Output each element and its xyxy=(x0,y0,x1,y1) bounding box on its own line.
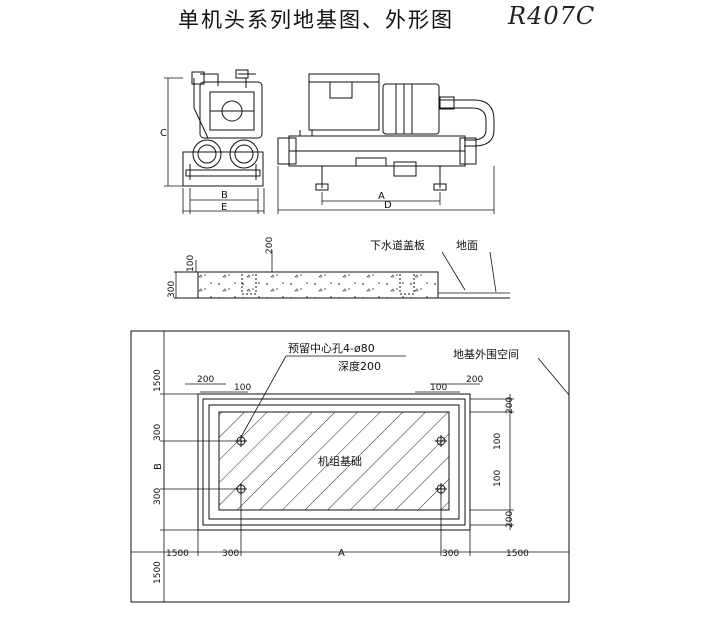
front-elevation-view xyxy=(277,73,495,191)
plan-dim-B: B xyxy=(153,463,164,470)
dim-B-label: B xyxy=(221,190,228,201)
drawing-title: 单机头系列地基图、外形图 xyxy=(178,8,454,32)
plan-dim-200-top-right: 200 xyxy=(466,375,483,385)
plan-dim-1500-left-bottom: 1500 xyxy=(153,561,163,584)
dimension-B-E xyxy=(182,188,265,214)
plan-dim-A: A xyxy=(338,548,345,559)
dim-A-label: A xyxy=(378,191,385,202)
dimension-C xyxy=(164,77,183,187)
plan-dim-1500-bottom-left: 1500 xyxy=(166,549,189,559)
dim-D-label: D xyxy=(384,200,392,211)
plan-dim-1500-left-top: 1500 xyxy=(153,369,163,392)
plan-dim-100-right-2: 100 xyxy=(493,470,503,487)
dim-C-label: C xyxy=(160,128,167,139)
plan-dim-200-right-lower: 200 xyxy=(505,511,515,528)
plan-dim-100-right-1: 100 xyxy=(493,433,503,450)
section-dim-100: 100 xyxy=(186,255,196,272)
section-dim-200: 200 xyxy=(265,237,275,254)
plan-dim-300-left-upper: 300 xyxy=(153,424,163,441)
plan-dim-300-left-lower: 300 xyxy=(153,488,163,505)
side-elevation-view xyxy=(182,69,264,187)
hole-label-line1: 预留中心孔4-ø80 xyxy=(288,342,375,355)
refrigerant-handwritten-note: R407C xyxy=(508,2,596,30)
hole-label-line2: 深度200 xyxy=(338,359,381,373)
surrounding-space-label: 地基外围空间 xyxy=(453,347,519,361)
dim-E-label: E xyxy=(221,202,227,213)
plan-dim-300-bottom-right: 300 xyxy=(442,549,459,559)
dimension-A-D xyxy=(277,166,495,214)
plan-dim-1500-bottom-right: 1500 xyxy=(506,549,529,559)
section-dim-300: 300 xyxy=(167,281,177,298)
plan-dim-200-top-left: 200 xyxy=(197,375,214,385)
plan-dimension-lines xyxy=(131,331,570,602)
plan-dim-200-right-upper: 200 xyxy=(505,397,515,414)
base-label: 机组基础 xyxy=(318,454,362,468)
plan-dim-100-top-right: 100 xyxy=(430,383,447,393)
label-ground: 地面 xyxy=(456,239,478,252)
label-drain-cover: 下水道盖板 xyxy=(370,238,425,252)
foundation-section-view xyxy=(174,250,510,299)
foundation-plan-view xyxy=(130,330,570,603)
plan-dim-300-bottom-left: 300 xyxy=(222,549,239,559)
plan-dim-100-top-left: 100 xyxy=(234,383,251,393)
